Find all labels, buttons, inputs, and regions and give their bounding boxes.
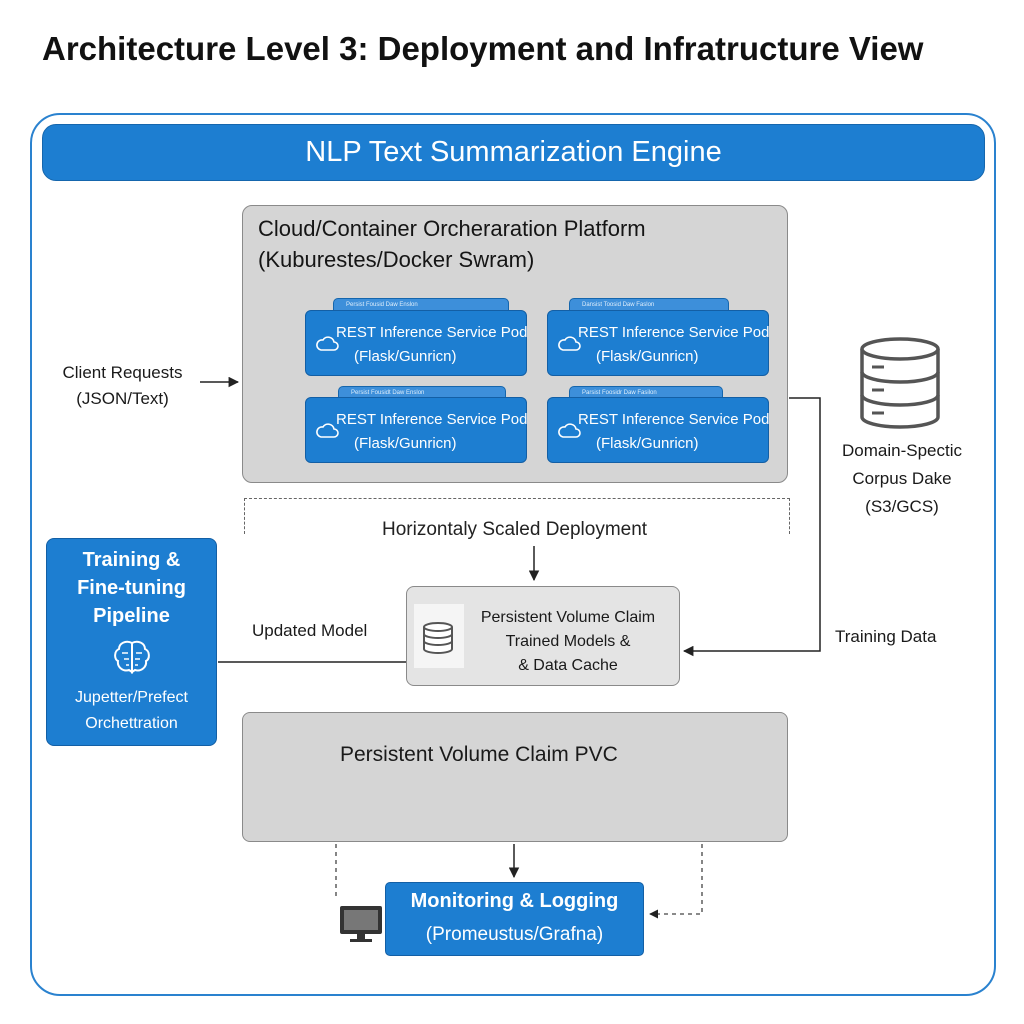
corpus-line2: Corpus Dake bbox=[852, 469, 952, 488]
monitoring-box bbox=[385, 882, 644, 956]
cloud-icon bbox=[558, 423, 581, 438]
corpus-label: Domain-Spectic Corpus Dake (S3/GCS) bbox=[826, 437, 978, 521]
pod-subtitle: (Flask/Gunricn) bbox=[596, 435, 699, 452]
training-pipeline-title: Training & Fine-tuning Pipeline bbox=[46, 546, 217, 630]
monitoring-title: Monitoring & Logging bbox=[410, 890, 619, 912]
pod-subtitle: (Flask/Gunricn) bbox=[354, 435, 457, 452]
database-icon bbox=[423, 622, 453, 654]
cloud-icon bbox=[316, 336, 339, 351]
platform-title: Cloud/Container Orcheraration Platform (… bbox=[258, 213, 646, 275]
training-pipeline-subtitle: Jupetter/Prefect Orchettration bbox=[46, 685, 217, 737]
inference-pod-2: REST Inference Service Pod (Flask/Gunric… bbox=[547, 310, 769, 376]
corpus-line3: (S3/GCS) bbox=[865, 497, 939, 516]
training-title-line2: Fine-tuning bbox=[77, 577, 186, 599]
updated-model-label: Updated Model bbox=[252, 621, 368, 640]
cloud-icon bbox=[316, 423, 339, 438]
training-pipeline-box bbox=[46, 538, 217, 746]
pod-subtitle: (Flask/Gunricn) bbox=[354, 348, 457, 365]
pvc-cache-line3: & Data Cache bbox=[518, 657, 618, 674]
scaled-deployment-frame bbox=[244, 498, 790, 534]
pvc-cache-line1: Persistent Volume Claim bbox=[480, 609, 656, 626]
pvc-cache-text: Persistent Volume Claim Trained Models &… bbox=[466, 606, 670, 678]
monitoring-subtitle: (Promeustus/Grafna) bbox=[425, 924, 604, 945]
platform-title-line1: Cloud/Container Orcheraration Platform bbox=[258, 216, 646, 241]
inference-pod-4: REST Inference Service Pod (Flask/Gunric… bbox=[547, 397, 769, 463]
training-sub-line2: Orchettration bbox=[85, 715, 178, 732]
inference-pod-1: REST Inference Service Pod (Flask/Gunric… bbox=[305, 310, 527, 376]
pvc-cache-line2: Trained Models & bbox=[505, 633, 631, 650]
training-data-label: Training Data bbox=[835, 627, 937, 646]
training-title-line1: Training & bbox=[82, 549, 181, 571]
client-requests-label: Client Requests (JSON/Text) bbox=[50, 360, 195, 412]
pod-title: REST Inference Service Pod bbox=[578, 411, 770, 428]
corpus-line1: Domain-Spectic bbox=[842, 441, 962, 460]
engine-banner-label: NLP Text Summarization Engine bbox=[305, 136, 722, 168]
pod-title: REST Inference Service Pod bbox=[578, 324, 770, 341]
pvc-title: Persistent Volume Claim PVC bbox=[340, 743, 618, 766]
monitor-icon bbox=[340, 906, 382, 942]
engine-banner: NLP Text Summarization Engine bbox=[42, 124, 985, 181]
pod-title: REST Inference Service Pod bbox=[336, 411, 528, 428]
client-line1: Client Requests bbox=[62, 363, 183, 382]
brain-icon bbox=[114, 640, 150, 674]
scaled-deployment-label: Horizontaly Scaled Deployment bbox=[370, 519, 660, 541]
inference-pod-3: REST Inference Service Pod (Flask/Gunric… bbox=[305, 397, 527, 463]
platform-title-line2: (Kuburestes/Docker Swram) bbox=[258, 247, 535, 272]
training-title-line3: Pipeline bbox=[93, 605, 170, 627]
client-line2: (JSON/Text) bbox=[76, 389, 169, 408]
page-title: Architecture Level 3: Deployment and Inf… bbox=[42, 30, 924, 67]
pod-title: REST Inference Service Pod bbox=[336, 324, 528, 341]
pod-subtitle: (Flask/Gunricn) bbox=[596, 348, 699, 365]
pvc-box bbox=[242, 712, 788, 842]
cloud-icon bbox=[558, 336, 581, 351]
database-icon bbox=[860, 337, 940, 429]
training-sub-line1: Jupetter/Prefect bbox=[75, 689, 188, 706]
